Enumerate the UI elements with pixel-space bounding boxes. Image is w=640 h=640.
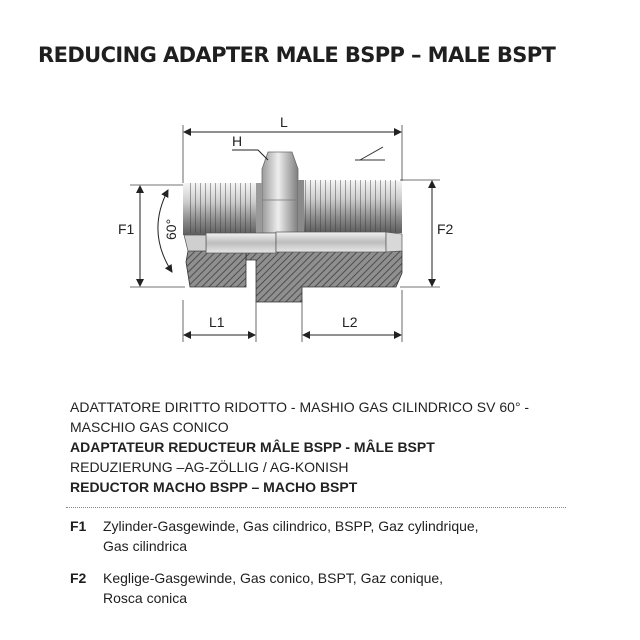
adapter-technical-drawing: L H F1 F2 L1 L2 60° <box>118 114 454 342</box>
description-italian-line2: MASCHIO GAS CONICO <box>70 419 229 435</box>
legend-code: F2 <box>70 570 87 586</box>
bspt-thread-body <box>300 180 402 233</box>
taper-symbol <box>355 146 385 161</box>
legend-text-line1: Zylinder-Gasgewinde, Gas cilindrico, BSP… <box>103 518 479 534</box>
description-french: ADAPTATEUR REDUCTEUR MÂLE BSPP - MÂLE BS… <box>70 439 435 455</box>
description-italian-line1: ADATTATORE DIRITTO RIDOTTO - MASHIO GAS … <box>70 399 530 415</box>
legend-text-line2: Gas cilindrica <box>103 538 188 554</box>
hex-collar <box>256 151 304 234</box>
dimension-H-label: H <box>232 133 242 149</box>
page-title: REDUCING ADAPTER MALE BSPP – MALE BSPT <box>38 43 556 67</box>
description-block: ADATTATORE DIRITTO RIDOTTO - MASHIO GAS … <box>70 397 590 497</box>
angle-label: 60° <box>163 219 179 240</box>
dimension-F1-label: F1 <box>118 221 135 237</box>
description-spanish: REDUCTOR MACHO BSPP – MACHO BSPT <box>70 479 358 495</box>
dotted-divider <box>66 507 566 508</box>
bspp-thread-body <box>183 183 257 235</box>
legend-code: F1 <box>70 518 87 534</box>
legend-text-line2: Rosca conica <box>103 590 188 606</box>
angle-arc <box>157 189 173 273</box>
dimension-F2-label: F2 <box>437 221 454 237</box>
dimension-L1-label: L1 <box>209 314 225 330</box>
dimension-lines <box>136 128 436 339</box>
dimension-L-label: L <box>280 114 288 130</box>
dimension-L2-label: L2 <box>342 314 358 330</box>
dimension-H-leader <box>232 149 269 161</box>
legend-text-line1: Keglige-Gasgewinde, Gas conico, BSPT, Ga… <box>103 570 444 586</box>
description-german: REDUZIERUNG –AG-ZÖLLIG / AG-KONISH <box>70 459 349 475</box>
section-view <box>183 231 403 303</box>
